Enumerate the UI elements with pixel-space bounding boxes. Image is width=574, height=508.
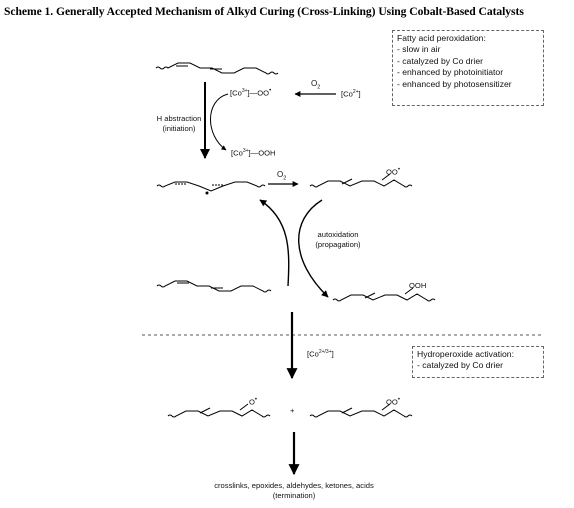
o2-label-top: O2 xyxy=(311,79,321,91)
scheme-title: Scheme 1. Generally Accepted Mechanism o… xyxy=(4,5,524,18)
hydroperoxide-chain xyxy=(332,287,436,302)
hydroperoxide-label: OOH xyxy=(409,281,427,290)
plus-sign: + xyxy=(290,406,295,415)
co-redox-label: [Co2+/3+] xyxy=(307,349,334,359)
hydroperoxide-box-heading: Hydroperoxide activation: xyxy=(417,349,514,359)
hydroperoxide-box-item: - catalyzed by Co drier xyxy=(417,360,503,371)
co-catalyst-curved-arrow xyxy=(210,93,229,151)
autoxidation-label: autoxidation (propagation) xyxy=(315,230,361,249)
o2-label-middle: O2 xyxy=(277,170,287,182)
fatty-acid-chain-lower xyxy=(156,280,272,293)
peroxyl-radical-chain xyxy=(309,173,413,188)
propagation-arrow-up xyxy=(259,199,290,287)
co3-hydroperoxo-label: [Co3+]—OOH xyxy=(231,148,276,158)
fatty-acid-chain-top xyxy=(155,62,279,75)
fatty-acid-box-item: - enhanced by photoinitiator xyxy=(397,67,504,78)
alkoxyl-radical-chain xyxy=(167,403,271,418)
hydroperoxide-activation-box: Hydroperoxide activation: - catalyzed by… xyxy=(412,346,544,378)
co3-peroxo-label: [Co3+]—OO• xyxy=(230,88,272,98)
h-abstraction-label: H abstraction (initiation) xyxy=(156,114,202,133)
fatty-acid-box-item: - slow in air xyxy=(397,44,441,55)
peroxyl-radical-label: OO• xyxy=(386,167,400,177)
propagation-arrow-down xyxy=(298,199,329,298)
peroxyl-radical-label-second: OO• xyxy=(386,397,400,407)
fatty-acid-peroxidation-box: Fatty acid peroxidation: - slow in air -… xyxy=(392,30,544,106)
co2-label: [Co2+] xyxy=(341,89,361,99)
alkoxyl-radical-label: O• xyxy=(249,397,258,407)
peroxyl-radical-chain-second xyxy=(309,403,413,418)
allylic-radical-chain xyxy=(156,181,266,195)
fatty-acid-box-item: - catalyzed by Co drier xyxy=(397,55,483,66)
fatty-acid-box-item: - enhanced by photosensitizer xyxy=(397,78,512,89)
fatty-acid-box-heading: Fatty acid peroxidation: xyxy=(397,33,486,43)
termination-products-label: crosslinks, epoxides, aldehydes, ketones… xyxy=(214,481,374,500)
